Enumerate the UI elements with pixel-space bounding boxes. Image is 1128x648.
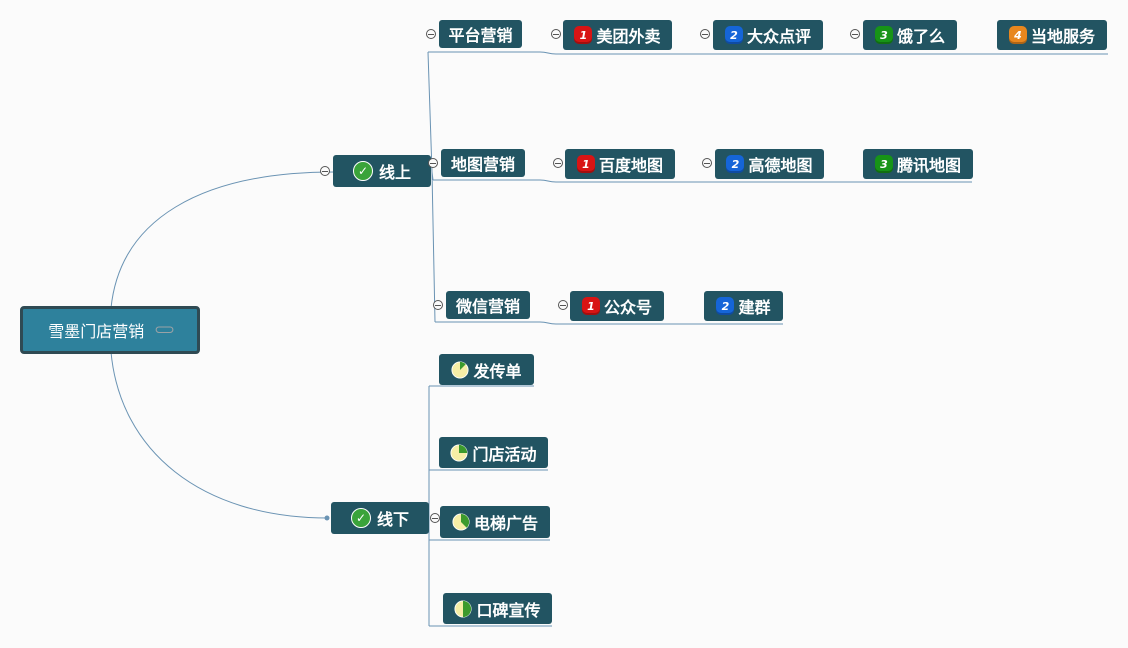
item-label: 美团外卖 (596, 27, 661, 46)
item-label: 公众号 (603, 298, 652, 317)
collapse-toggle-online[interactable] (320, 166, 330, 176)
item-tencent-map[interactable]: 3 腾讯地图 (863, 149, 973, 179)
item-label: 大众点评 (746, 27, 811, 46)
priority-2-icon: 2 (716, 297, 735, 315)
item-label: 当地服务 (1030, 27, 1095, 46)
priority-3-icon: 3 (874, 155, 893, 173)
group-platform[interactable]: 平台营销 (439, 20, 522, 48)
collapse-toggle-wechat-items[interactable] (558, 300, 568, 310)
item-label: 电梯广告 (473, 514, 538, 533)
item-local-service[interactable]: 4 当地服务 (997, 20, 1107, 50)
progress-pie-icon (451, 360, 470, 379)
collapse-toggle[interactable] (702, 158, 712, 168)
item-dianping[interactable]: 2 大众点评 (713, 20, 823, 50)
item-label: 腾讯地图 (896, 156, 961, 175)
underline-map (433, 179, 972, 183)
root-label: 雪墨门店营销 (48, 322, 145, 341)
pie-progress-wedge (459, 444, 468, 453)
connector-online-trunk (427, 51, 436, 323)
item-build-group[interactable]: 2 建群 (704, 291, 783, 321)
connector-root-offline (110, 351, 329, 519)
item-official-account[interactable]: 1 公众号 (570, 291, 664, 321)
group-label: 地图营销 (450, 155, 515, 174)
item-eleme[interactable]: 3 饿了么 (863, 20, 957, 50)
collapse-toggle[interactable] (700, 29, 710, 39)
item-flyers[interactable]: 发传单 (439, 354, 534, 385)
item-label: 发传单 (473, 361, 522, 381)
progress-pie-icon (452, 513, 470, 531)
item-label: 建群 (738, 298, 771, 317)
group-label: 平台营销 (448, 26, 513, 45)
item-store-event[interactable]: 门店活动 (439, 437, 548, 468)
branch-online-label: 线上 (378, 163, 411, 182)
branch-offline[interactable]: ✓ 线下 (331, 502, 429, 534)
item-elevator-ads[interactable]: 电梯广告 (440, 506, 550, 538)
collapse-toggle-platform[interactable] (426, 29, 436, 39)
connector-dot (324, 515, 330, 521)
root-node[interactable]: 雪墨门店营销 ⊂⊃ (20, 306, 200, 354)
priority-3-icon: 3 (874, 26, 893, 44)
underline-offline-items (429, 385, 552, 627)
item-label: 饿了么 (896, 27, 945, 46)
pie-progress-wedge (463, 600, 472, 617)
item-amap[interactable]: 2 高德地图 (715, 149, 824, 179)
pie-progress-wedge (460, 513, 470, 528)
item-label: 高德地图 (748, 156, 813, 175)
collapse-toggle-map[interactable] (428, 158, 438, 168)
progress-pie-icon (454, 599, 473, 618)
pie-progress-wedge (460, 361, 467, 370)
branch-online[interactable]: ✓ 线上 (333, 155, 431, 187)
item-meituan[interactable]: 1 美团外卖 (563, 20, 672, 50)
priority-1-icon: 1 (581, 297, 600, 315)
check-icon: ✓ (352, 161, 373, 181)
item-baidu-map[interactable]: 1 百度地图 (565, 149, 675, 179)
priority-2-icon: 2 (726, 155, 745, 173)
underline-platform (428, 51, 1108, 55)
collapse-toggle-wechat[interactable] (433, 300, 443, 310)
item-label: 口碑宣传 (476, 600, 541, 620)
item-label: 百度地图 (598, 156, 663, 175)
group-map[interactable]: 地图营销 (441, 149, 525, 177)
priority-1-icon: 1 (574, 26, 593, 44)
progress-pie-icon (450, 443, 469, 462)
item-label: 门店活动 (472, 444, 537, 464)
group-wechat[interactable]: 微信营销 (446, 291, 530, 319)
collapse-toggle-platform-items[interactable] (551, 29, 561, 39)
check-icon: ✓ (350, 508, 371, 528)
item-word-of-mouth[interactable]: 口碑宣传 (443, 593, 552, 624)
connector-root-online (110, 171, 335, 309)
collapse-toggle-map-items[interactable] (553, 158, 563, 168)
branch-offline-label: 线下 (376, 510, 409, 529)
collapse-toggle[interactable] (850, 29, 860, 39)
priority-4-icon: 4 (1008, 26, 1027, 44)
underline-wechat (435, 321, 783, 325)
link-icon[interactable]: ⊂⊃ (154, 322, 175, 338)
priority-2-icon: 2 (724, 26, 743, 44)
group-label: 微信营销 (455, 297, 520, 316)
collapse-toggle-offline[interactable] (430, 513, 440, 523)
priority-1-icon: 1 (576, 155, 595, 173)
